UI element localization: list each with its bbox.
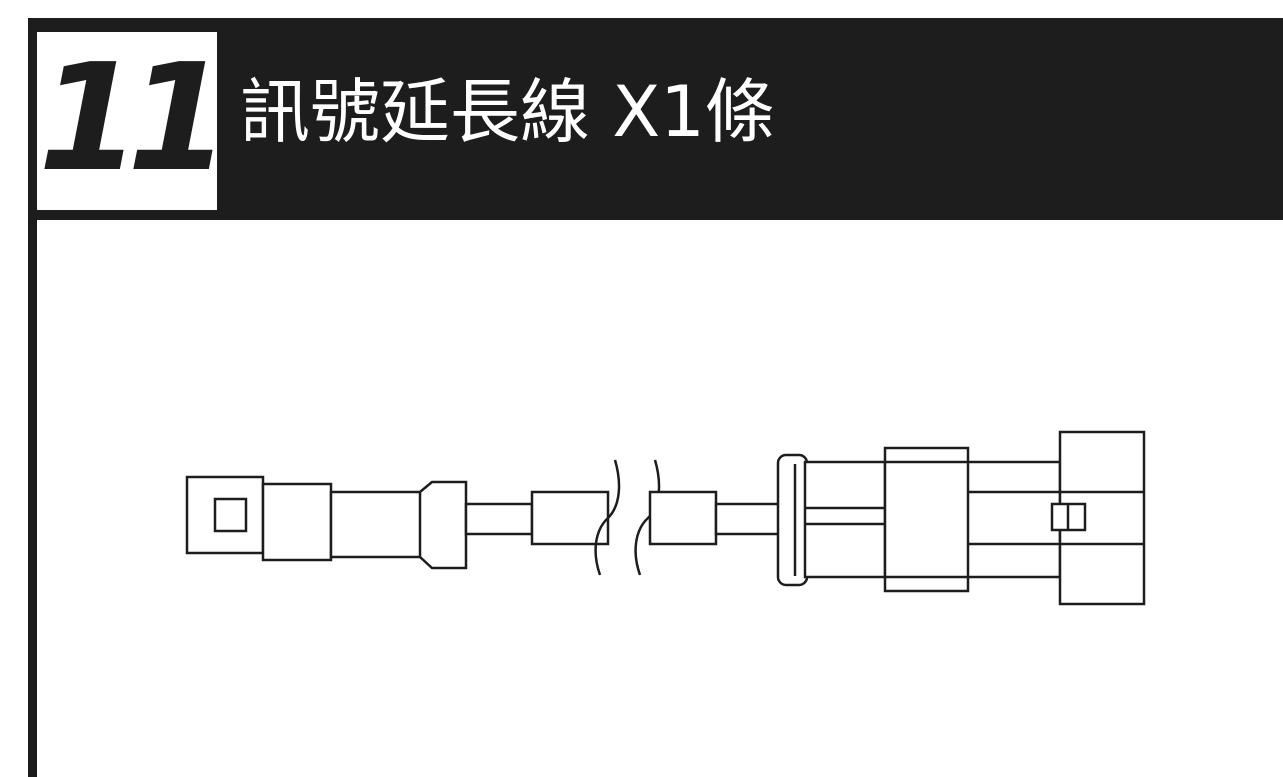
- item-number: 11: [38, 32, 217, 204]
- left-connector-window: [213, 497, 248, 533]
- cable-left: [464, 490, 610, 546]
- right-connector: [776, 430, 1146, 606]
- header-bar: [28, 18, 1283, 220]
- left-connector-collar: [261, 482, 333, 562]
- frame-left-border: [28, 18, 37, 777]
- item-number-box: 11: [37, 32, 217, 210]
- right-connector-flange: [776, 453, 809, 587]
- left-connector-body: [329, 480, 468, 570]
- right-connector-housing: [883, 460, 1062, 579]
- cable-break-mark: [594, 459, 661, 576]
- item-title: 訊號延長線 X1條: [240, 71, 775, 153]
- right-connector-boot: [803, 460, 887, 579]
- cable-right: [648, 490, 782, 546]
- left-connector: [185, 475, 468, 570]
